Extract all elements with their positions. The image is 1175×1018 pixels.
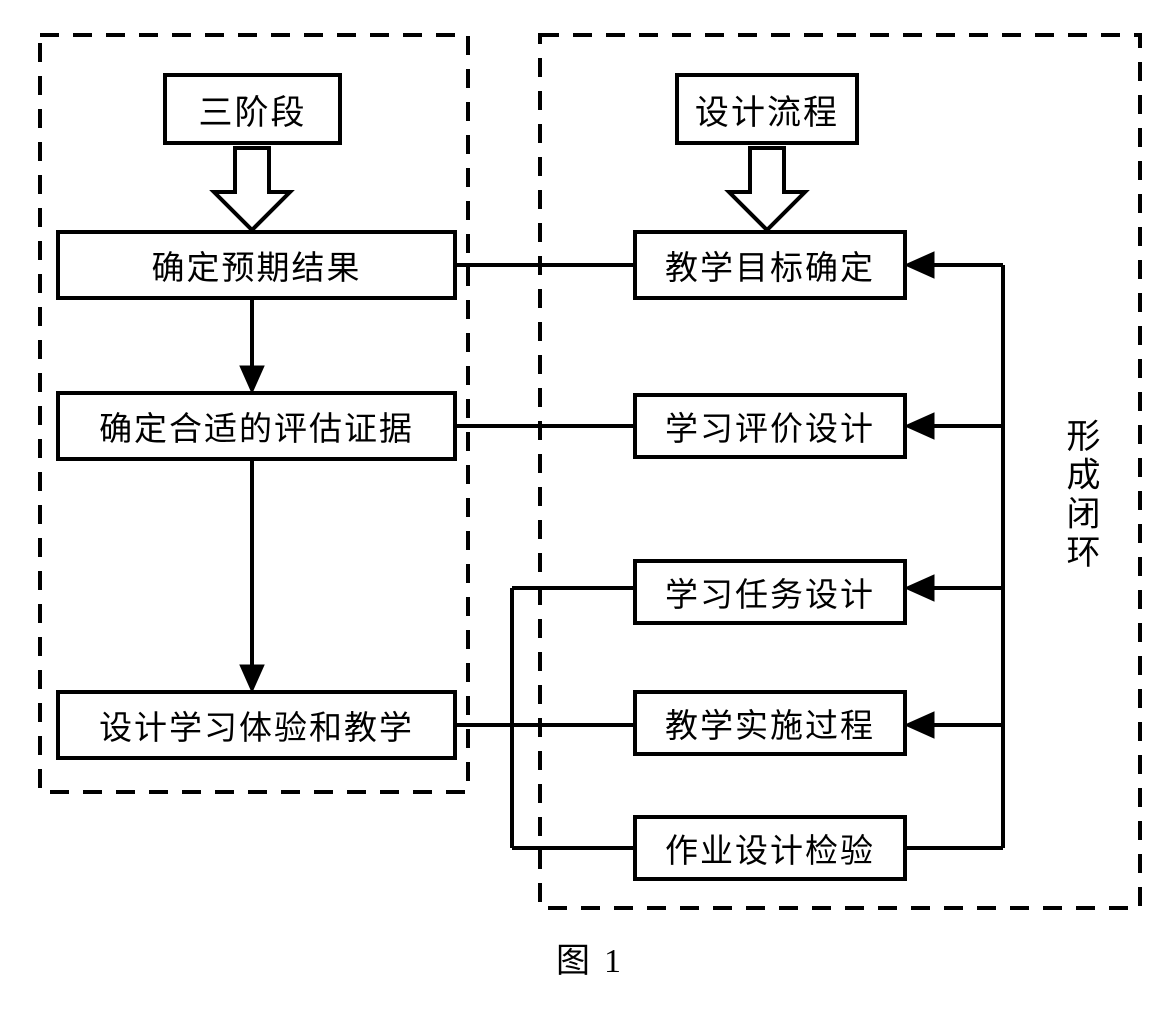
- evidence-to-experience-arrowhead-icon: [239, 664, 265, 694]
- box-homework-check[interactable]: [633, 815, 907, 881]
- feedback-to-evaluation-arrowhead-icon: [903, 412, 935, 440]
- design-process-panel-border: [538, 33, 1142, 910]
- feedback-to-implementation-arrowhead-icon: [903, 711, 935, 739]
- stage-label-define-expected-outcomes: 确定预期结果: [151, 251, 362, 287]
- figure-caption: 图 1: [556, 943, 624, 980]
- step-label-homework-check: 作业设计检验: [665, 834, 875, 870]
- closed-loop-label: 形成闭环: [1061, 418, 1098, 574]
- step-label-teaching-implementation: 教学实施过程: [665, 709, 875, 745]
- design-process-header-box[interactable]: [675, 73, 859, 145]
- three-stage-header-label: 三阶段: [198, 94, 307, 132]
- feedback-to-goal-arrowhead-icon: [903, 251, 935, 279]
- stage-label-design-learning-experience: 设计学习体验和教学: [99, 711, 414, 747]
- box-teaching-implementation[interactable]: [633, 690, 907, 756]
- three-stage-down-arrow-icon: [209, 146, 295, 233]
- box-learning-task[interactable]: [633, 559, 907, 625]
- design-process-header-label: 设计流程: [694, 94, 840, 132]
- box-design-learning-experience[interactable]: [56, 690, 457, 760]
- step-label-teaching-goal: 教学目标确定: [665, 251, 875, 287]
- three-stage-header-box[interactable]: [163, 73, 342, 145]
- three-stage-panel-border: [38, 33, 470, 794]
- design-process-down-arrow-icon: [724, 146, 810, 233]
- stage-label-define-assessment-evidence: 确定合适的评估证据: [99, 412, 414, 448]
- box-define-expected-outcomes[interactable]: [56, 230, 457, 300]
- feedback-to-task-arrowhead-icon: [903, 574, 935, 602]
- step-label-learning-evaluation: 学习评价设计: [665, 412, 875, 448]
- outcomes-to-evidence-arrowhead-icon: [239, 365, 265, 395]
- step-label-learning-task: 学习任务设计: [665, 578, 875, 614]
